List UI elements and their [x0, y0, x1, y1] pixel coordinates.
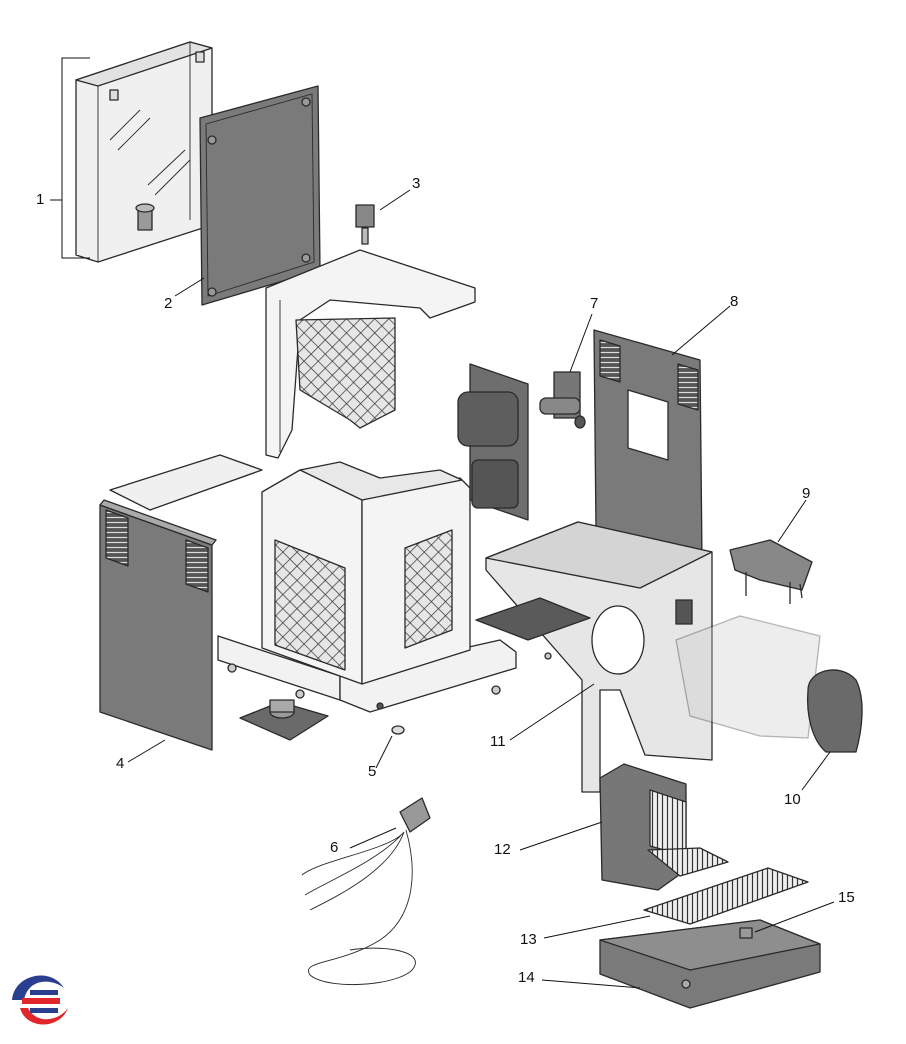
callout-5: 5: [368, 763, 377, 780]
callout-12-leader: [519, 821, 603, 851]
callout-10: 10: [784, 791, 801, 808]
callout-15-leader: [754, 901, 835, 933]
drip-tray: [599, 919, 821, 1009]
callout-13: 13: [520, 931, 537, 948]
back-panel: [199, 85, 321, 306]
callout-2-leader: [174, 277, 205, 297]
rear-frame-panel: [593, 329, 703, 559]
callout-2: 2: [164, 295, 173, 312]
callout-15: 15: [838, 889, 855, 906]
callout-7: 7: [590, 295, 599, 312]
front-housing: [475, 521, 713, 793]
callout-10-leader: [801, 751, 831, 791]
callout-3: 3: [412, 175, 421, 192]
callout-7-leader: [569, 313, 593, 373]
spout-cover: [729, 539, 813, 604]
dispenser-cap: [806, 669, 863, 753]
callout-3-leader: [379, 189, 411, 211]
callout-1-bracket: [50, 57, 90, 259]
callout-6: 6: [330, 839, 339, 856]
callout-6-leader: [349, 827, 397, 849]
rubber-foot: [391, 725, 405, 735]
latch-clip: [355, 204, 375, 245]
pump-assembly: [457, 363, 529, 521]
callout-5-leader: [375, 735, 393, 769]
callout-8: 8: [730, 293, 739, 310]
callout-1: 1: [36, 191, 45, 208]
callout-14: 14: [518, 969, 535, 986]
upper-inner-frame: [265, 249, 476, 459]
grounds-container: [599, 763, 729, 891]
main-chassis: [217, 461, 517, 713]
callout-8-leader: [671, 305, 731, 356]
side-panel-left: [99, 454, 263, 751]
callout-9-leader: [777, 499, 807, 543]
callout-4: 4: [116, 755, 125, 772]
callout-9: 9: [802, 485, 811, 502]
callout-12: 12: [494, 841, 511, 858]
brand-swirl-logo: [4, 968, 72, 1036]
drip-grid: [643, 867, 809, 925]
callout-11-leader: [509, 683, 595, 741]
callout-13-leader: [543, 915, 651, 939]
callout-14-leader: [541, 979, 641, 989]
base-plate: [239, 699, 329, 741]
power-cord: [301, 797, 431, 985]
water-tank: [75, 41, 213, 263]
valve-unit: [539, 371, 586, 429]
brew-group: [675, 615, 821, 739]
callout-4-leader: [127, 739, 166, 763]
callout-11: 11: [490, 733, 506, 750]
